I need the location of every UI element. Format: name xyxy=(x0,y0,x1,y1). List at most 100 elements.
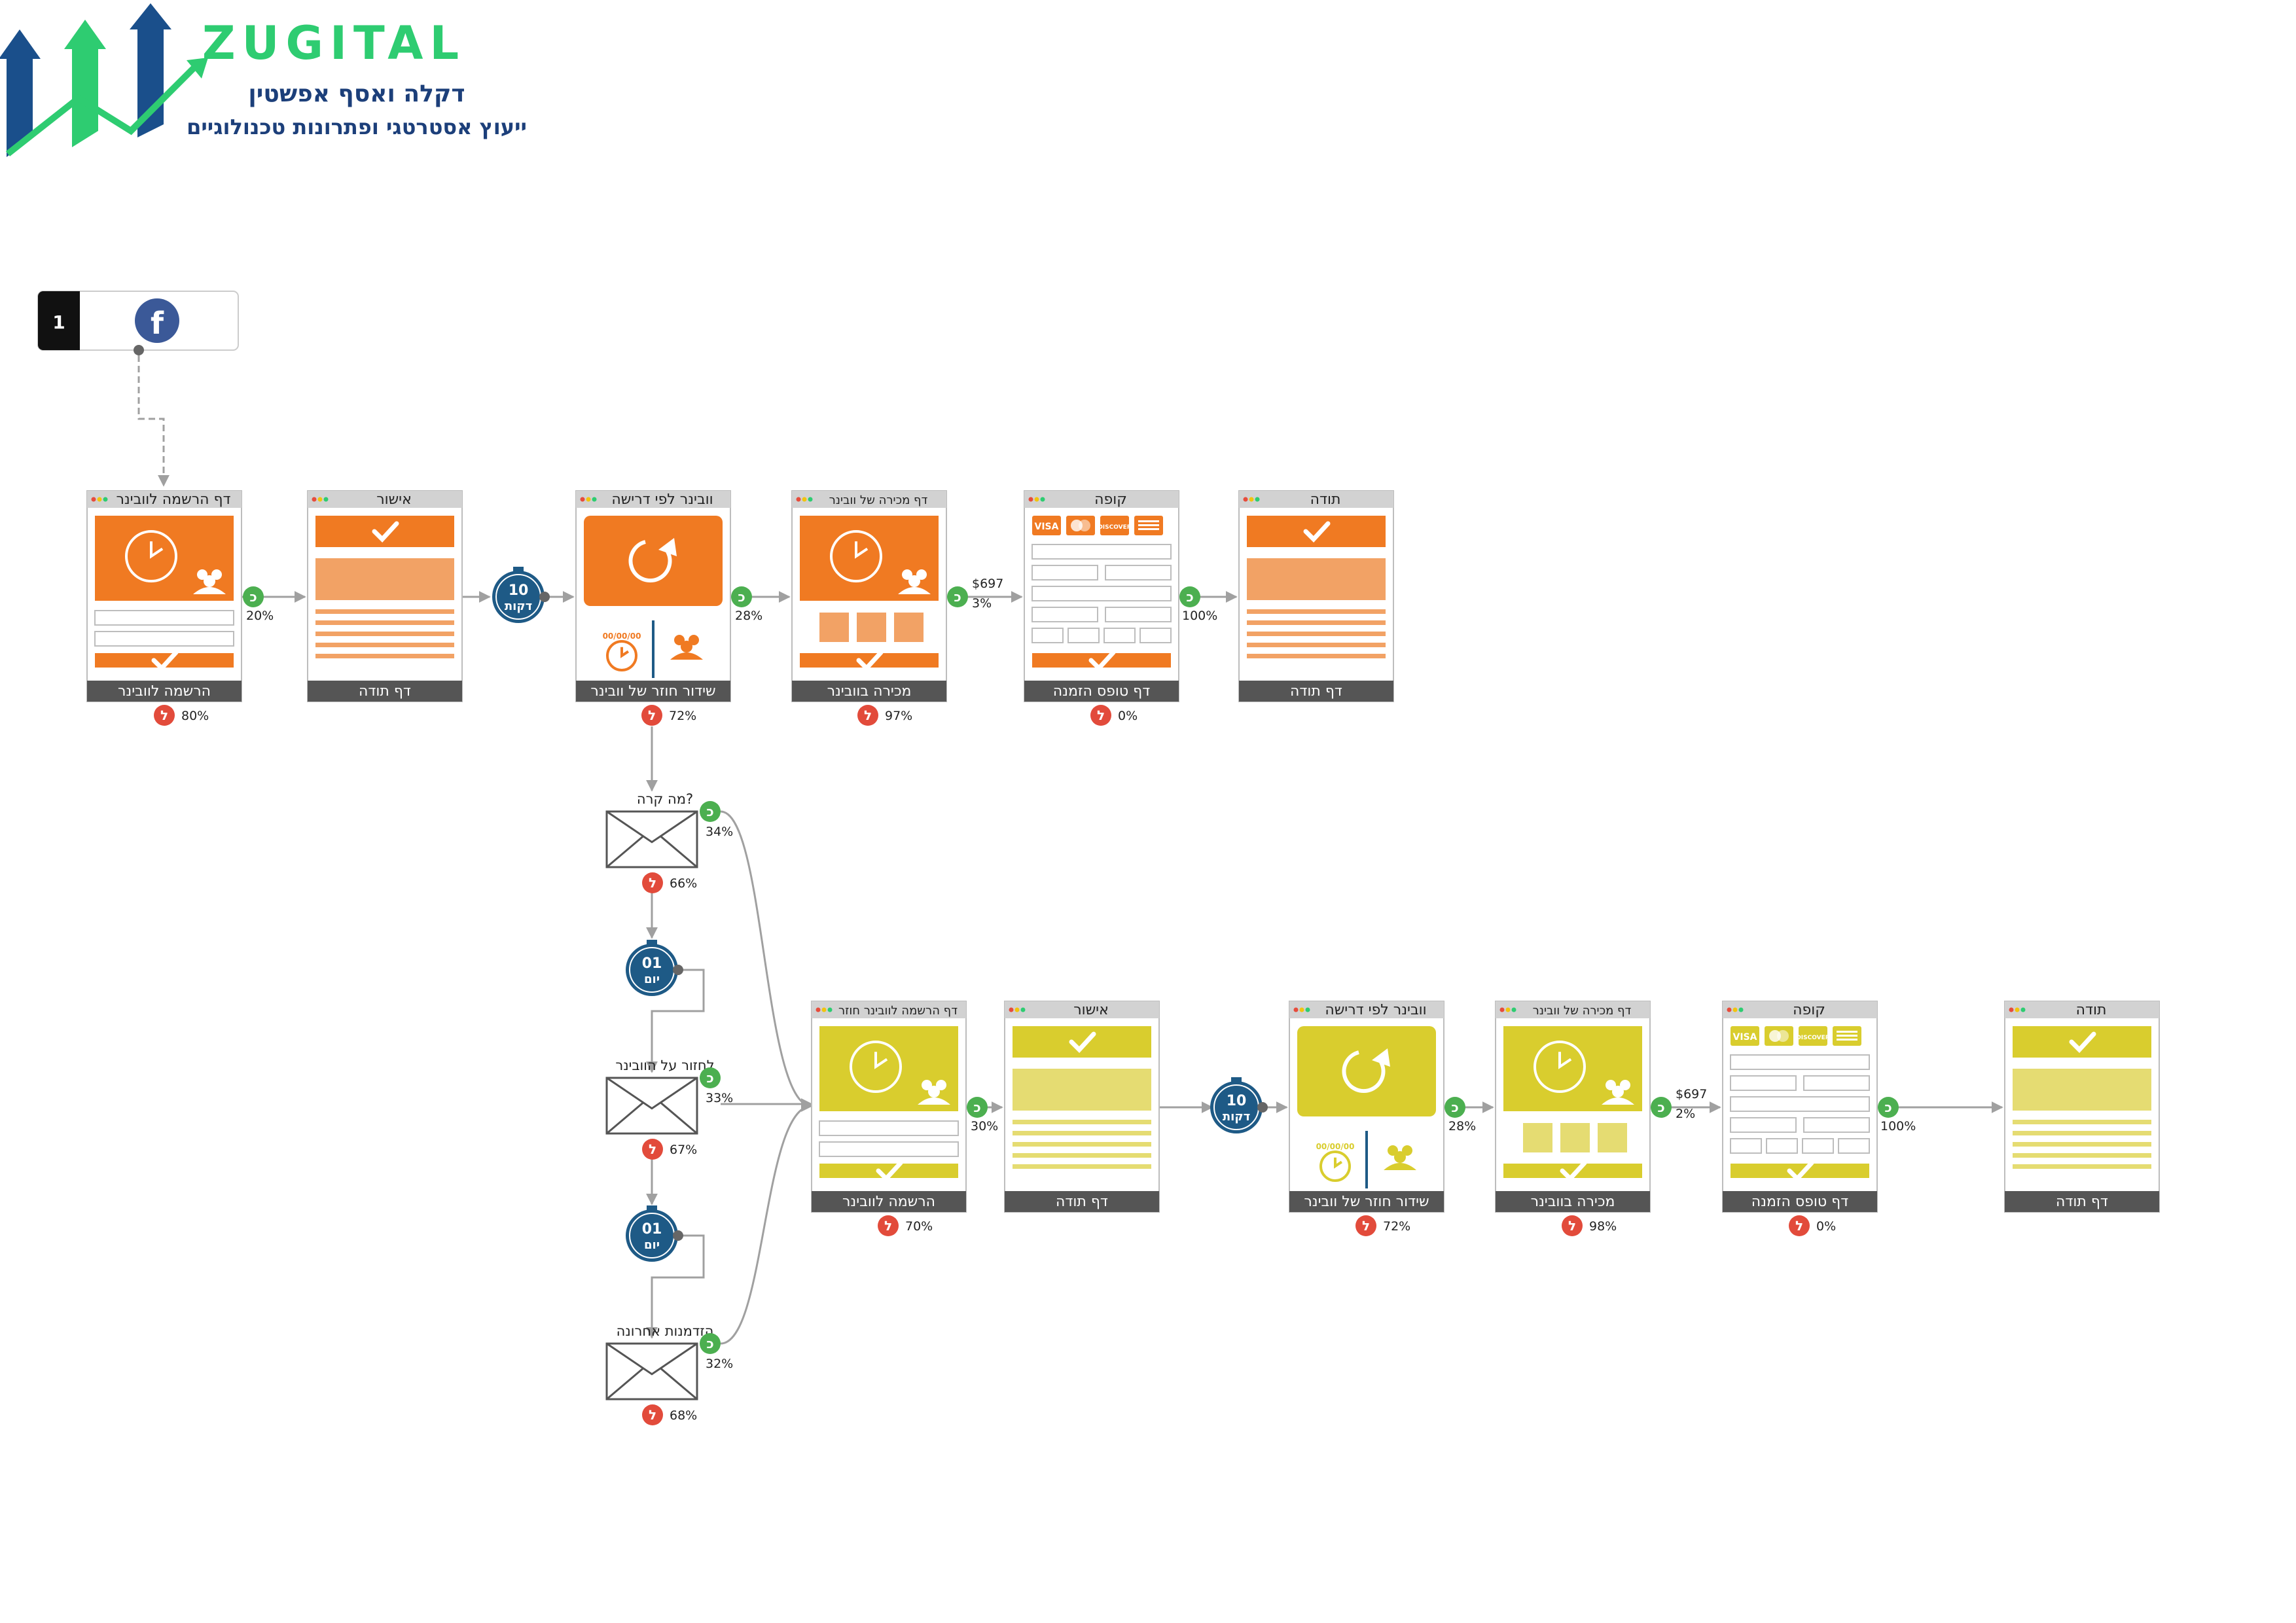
text-line xyxy=(1247,643,1386,647)
form-field[interactable] xyxy=(1803,1117,1870,1133)
page-footer-label: דף תודה xyxy=(1290,683,1342,700)
submit-button[interactable] xyxy=(1503,1164,1642,1178)
yes-badge[interactable]: כ34% xyxy=(700,801,733,839)
person-head xyxy=(674,635,685,645)
person-body xyxy=(1602,1097,1634,1105)
form-field[interactable] xyxy=(1105,607,1172,622)
card-logo xyxy=(1799,1026,1827,1046)
visa-card-icon: VISA xyxy=(1035,522,1059,532)
form-field[interactable] xyxy=(1730,1138,1762,1154)
form-field[interactable] xyxy=(819,1120,959,1136)
window-dot-maximize xyxy=(1738,1007,1744,1012)
form-field[interactable] xyxy=(1139,628,1172,643)
form-field[interactable] xyxy=(1730,1075,1797,1091)
window-dot-close xyxy=(1028,497,1033,502)
form-field[interactable] xyxy=(1031,586,1172,601)
form-field[interactable] xyxy=(1031,544,1172,560)
form-field[interactable] xyxy=(1103,628,1136,643)
form-field[interactable] xyxy=(1031,607,1098,622)
form-field[interactable] xyxy=(94,631,234,647)
people-icon xyxy=(1602,1080,1634,1105)
envelope-flap xyxy=(606,1077,698,1110)
page-footer xyxy=(1005,1191,1159,1212)
email-node[interactable]: לחזור על הוובינר xyxy=(605,1058,715,1135)
clock-icon xyxy=(830,530,882,582)
yes-badge[interactable]: כ28% xyxy=(731,586,762,623)
yes-badge[interactable]: כ33% xyxy=(700,1067,733,1105)
yes-badge[interactable]: כ30% xyxy=(967,1097,998,1133)
submit-button[interactable] xyxy=(95,653,234,668)
form-field[interactable] xyxy=(94,610,234,626)
submit-button[interactable] xyxy=(800,653,939,668)
window-dot-close xyxy=(580,497,585,502)
timer-value: 10 xyxy=(1227,1093,1247,1109)
text-line xyxy=(1247,609,1386,614)
email-node[interactable]: הזדמנות אחרונה xyxy=(605,1323,713,1400)
form-field[interactable] xyxy=(1838,1138,1870,1154)
mastercard-icon xyxy=(1079,520,1090,531)
page-titlebar xyxy=(812,1001,966,1018)
yes-badge[interactable]: כ20% xyxy=(243,586,274,623)
yes-badge[interactable]: כ32% xyxy=(700,1333,733,1371)
form-field[interactable] xyxy=(819,1141,959,1157)
window-dot-maximize xyxy=(808,497,813,502)
yes-badge-letter: כ xyxy=(706,804,713,819)
submit-button[interactable] xyxy=(1032,653,1171,668)
yes-badge-letter: כ xyxy=(706,1070,713,1086)
form-field[interactable] xyxy=(1105,565,1172,580)
form-field[interactable] xyxy=(1031,628,1064,643)
form-field[interactable] xyxy=(1766,1138,1798,1154)
no-pct: 0% xyxy=(1118,709,1138,723)
no-badge-circle xyxy=(642,1139,663,1160)
divider xyxy=(652,620,655,678)
source-number: 1 xyxy=(52,312,65,333)
mastercard-icon xyxy=(1777,1030,1789,1042)
form-field[interactable] xyxy=(1730,1117,1797,1133)
submit-button[interactable] xyxy=(819,1164,958,1178)
source-connector-dot[interactable] xyxy=(134,345,144,355)
traffic-source-node[interactable]: 1 f xyxy=(37,291,239,355)
submit-button[interactable] xyxy=(1731,1164,1869,1178)
stopwatch-crown xyxy=(513,567,524,573)
form-field[interactable] xyxy=(1803,1075,1870,1091)
form-field[interactable] xyxy=(1067,628,1100,643)
window-dot-maximize xyxy=(323,497,329,502)
form-field[interactable] xyxy=(1802,1138,1834,1154)
form-field[interactable] xyxy=(1730,1054,1870,1070)
email-node[interactable]: מה קרה? xyxy=(605,791,698,868)
yes-badge[interactable]: כ28% xyxy=(1444,1097,1476,1133)
form-field[interactable] xyxy=(1031,565,1098,580)
form-field[interactable] xyxy=(1730,1096,1870,1112)
